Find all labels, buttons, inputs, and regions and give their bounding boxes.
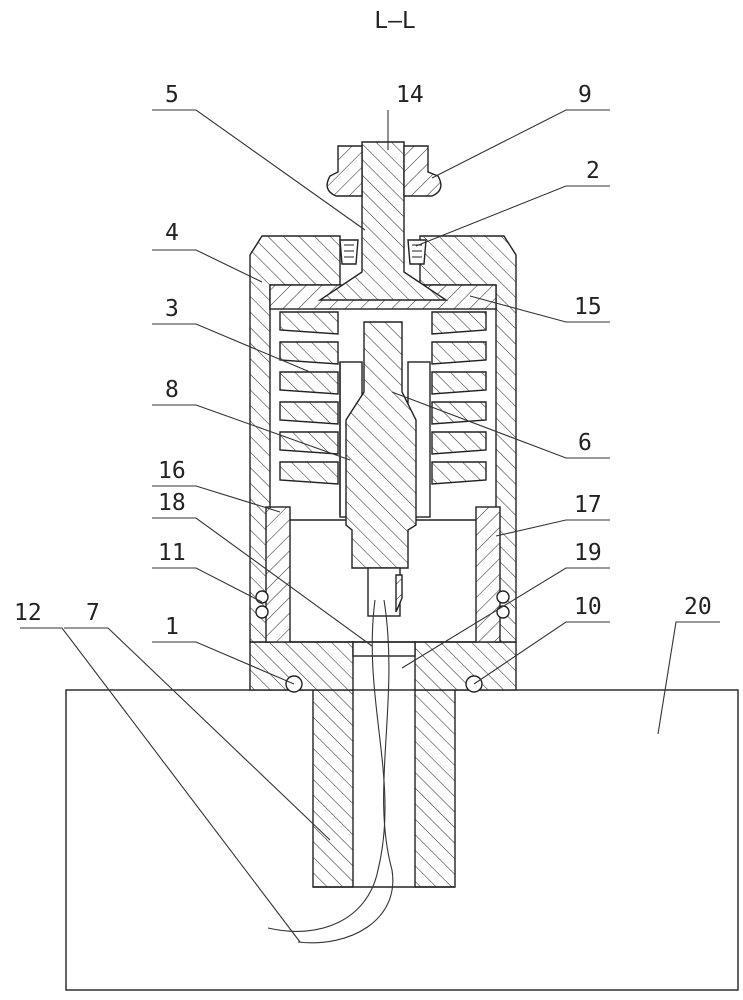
switch-contact-18 [367,567,403,617]
lead-wires-12 [267,599,394,944]
label-8: 8 [165,377,179,403]
disc-spring-right [431,431,487,455]
actuator-rod-5 [317,141,449,301]
disc-spring-right [431,371,487,395]
disc-spring-left [279,311,339,335]
disc-spring-left [279,461,339,485]
sensing-pin-6 [345,321,417,569]
label-17: 17 [574,492,602,518]
label-3: 3 [165,296,179,322]
label-2: 2 [586,158,600,184]
push-button-9 [326,145,442,197]
label-7: 7 [86,600,100,626]
label-1: 1 [165,614,179,640]
label-16: 16 [158,458,186,484]
label-19: 19 [574,540,602,566]
label-10: 10 [574,594,602,620]
set-screw-2 [339,239,427,265]
label-5: 5 [165,82,179,108]
mounting-block-20 [65,689,739,991]
lower-stem-7 [312,689,456,888]
disc-spring-left [279,401,339,425]
disc-spring-right [431,401,487,425]
o-ring-11 [255,590,510,619]
leader-lines [20,109,720,943]
label-15: 15 [574,294,602,320]
disc-springs-3 [279,311,339,485]
disc-spring-left [279,341,339,365]
label-12: 12 [14,600,42,626]
label-11: 11 [158,540,186,566]
disc-spring-right [431,341,487,365]
disc-spring-left [279,371,339,395]
label-9: 9 [578,82,592,108]
disc-springs-right [431,311,487,485]
label-6: 6 [578,430,592,456]
label-18: 18 [158,490,186,516]
disc-spring-right [431,311,487,335]
section-title: L—L [374,8,416,34]
disc-spring-left [279,431,339,455]
label-20: 20 [684,594,712,620]
guide-sleeve-17 [265,506,501,643]
label-14: 14 [396,82,424,108]
disc-spring-right [431,461,487,485]
label-4: 4 [165,220,179,246]
